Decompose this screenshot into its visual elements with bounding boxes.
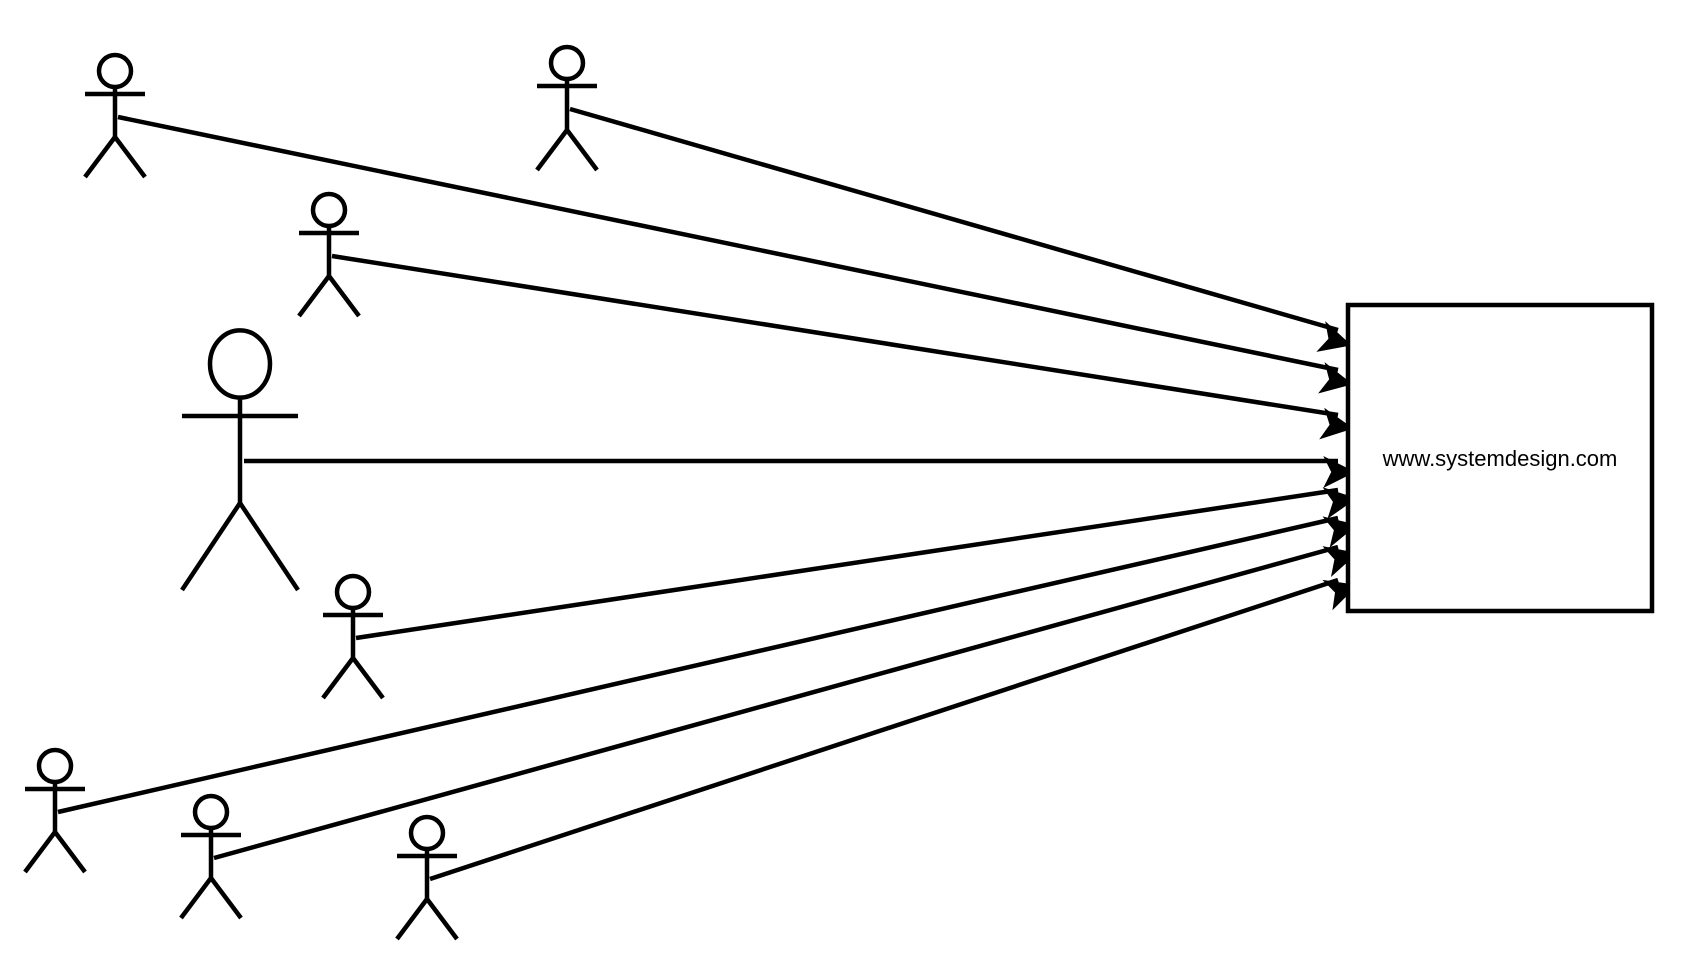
stick-figure-icon	[395, 814, 459, 941]
stick-figure-icon	[83, 52, 147, 179]
server-label: www.systemdesign.com	[1382, 446, 1618, 471]
stick-figure-icon	[179, 793, 243, 920]
arrow-icon	[331, 253, 1354, 440]
arrow-icon	[57, 515, 1358, 815]
arrow-icon	[213, 544, 1358, 861]
user-figures	[23, 44, 599, 941]
arrow-icon	[117, 114, 1353, 394]
stick-figure-icon	[180, 328, 300, 592]
arrow-icon	[355, 487, 1357, 641]
connection-arrows	[57, 106, 1358, 882]
stick-figure-icon	[297, 191, 361, 318]
server-box: www.systemdesign.com	[1345, 302, 1655, 614]
stick-figure-icon	[535, 44, 599, 172]
arrow-icon	[429, 577, 1358, 882]
stick-figure-icon	[23, 747, 87, 874]
arrow-icon	[569, 106, 1352, 352]
stick-figure-icon	[321, 573, 385, 700]
